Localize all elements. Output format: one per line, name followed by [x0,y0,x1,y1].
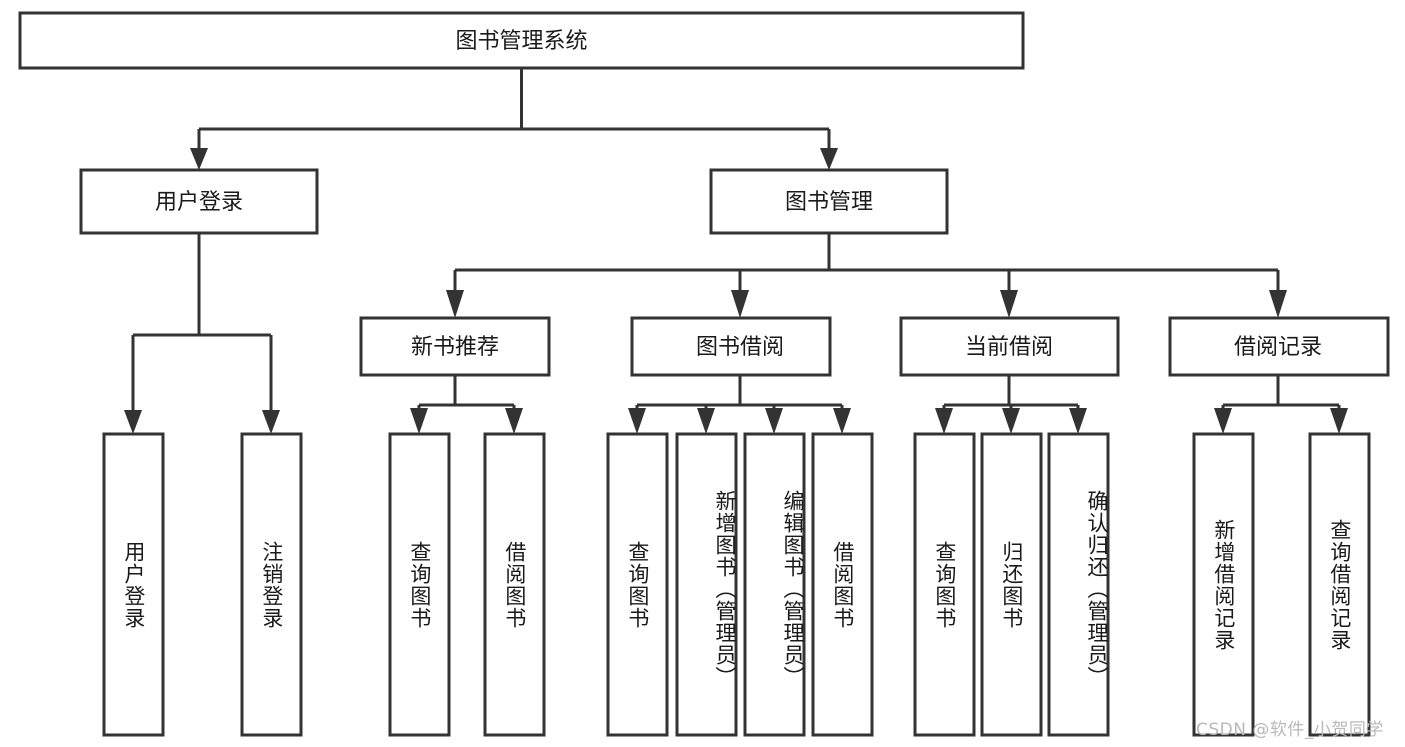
node-box-leaf-add-record[interactable] [1192,432,1255,737]
arrow-head-borrow-record [1269,290,1287,318]
node-box-leaf-edit-book[interactable] [743,432,806,737]
node-box-leaf-query-book-1[interactable] [388,432,451,737]
arrow-head-user-login [190,148,208,170]
node-box-root[interactable] [18,11,1025,70]
connector-group-new-book-children [410,375,523,434]
arrow-head-book-manage [820,148,838,170]
node-box-book-borrow[interactable] [630,316,832,377]
node-box-leaf-confirm-return[interactable] [1047,432,1110,737]
node-box-leaf-user-login[interactable] [102,432,165,737]
node-box-current-borrow[interactable] [899,316,1120,377]
arrow-head-cb-1 [935,408,953,434]
node-box-leaf-query-record[interactable] [1308,432,1371,737]
arrow-head-new-book [446,290,464,318]
node-box-user-login[interactable] [79,168,319,235]
arrow-head-br-2 [1330,408,1348,434]
arrow-head-current-borrow [1000,290,1018,318]
node-box-leaf-borrow-book-2[interactable] [811,432,874,737]
connector-group-book-borrow-children [628,375,851,434]
node-box-borrow-record[interactable] [1168,316,1390,377]
arrow-head-cb-3 [1069,408,1087,434]
connector-group-current-borrow-children [935,375,1087,434]
connector-group-book-manage-children [446,233,1287,318]
node-label-user-login: 用户登录 [155,190,243,215]
node-box-leaf-borrow-book-1[interactable] [483,432,546,737]
arrow-head-br-1 [1214,408,1232,434]
arrow-head-nb-1 [410,408,428,434]
arrow-head-leaf-user-login [124,410,142,434]
node-box-leaf-logout[interactable] [240,432,303,737]
node-box-leaf-add-book[interactable] [675,432,738,737]
node-box-leaf-return-book[interactable] [980,432,1043,737]
connector-group-root-to-level2 [190,68,838,170]
connector-group-borrow-record-children [1214,375,1348,434]
node-label-current-borrow: 当前借阅 [965,335,1053,360]
node-label-borrow-record: 借阅记录 [1234,335,1322,360]
node-label-root: 图书管理系统 [455,29,587,54]
arrow-head-cb-2 [1002,408,1020,434]
arrow-head-bb-4 [833,408,851,434]
node-box-new-book-recommend[interactable] [359,316,551,377]
arrow-head-leaf-logout [262,410,280,434]
node-box-leaf-query-book-2[interactable] [606,432,669,737]
node-box-leaf-query-book-3[interactable] [913,432,976,737]
arrow-head-bb-2 [697,408,715,434]
arrow-head-nb-2 [505,408,523,434]
arrow-head-bb-3 [765,408,783,434]
node-box-book-manage[interactable] [709,168,949,235]
arrow-head-bb-1 [628,408,646,434]
node-label-book-manage: 图书管理 [785,190,873,215]
node-label-new-book-recommend: 新书推荐 [411,335,499,360]
arrow-head-book-borrow [731,290,749,318]
csdn-watermark: CSDN @软件_小贺同学 [1196,720,1384,740]
connector-group-user-login-children [124,233,280,434]
node-label-book-borrow: 图书借阅 [696,335,784,360]
